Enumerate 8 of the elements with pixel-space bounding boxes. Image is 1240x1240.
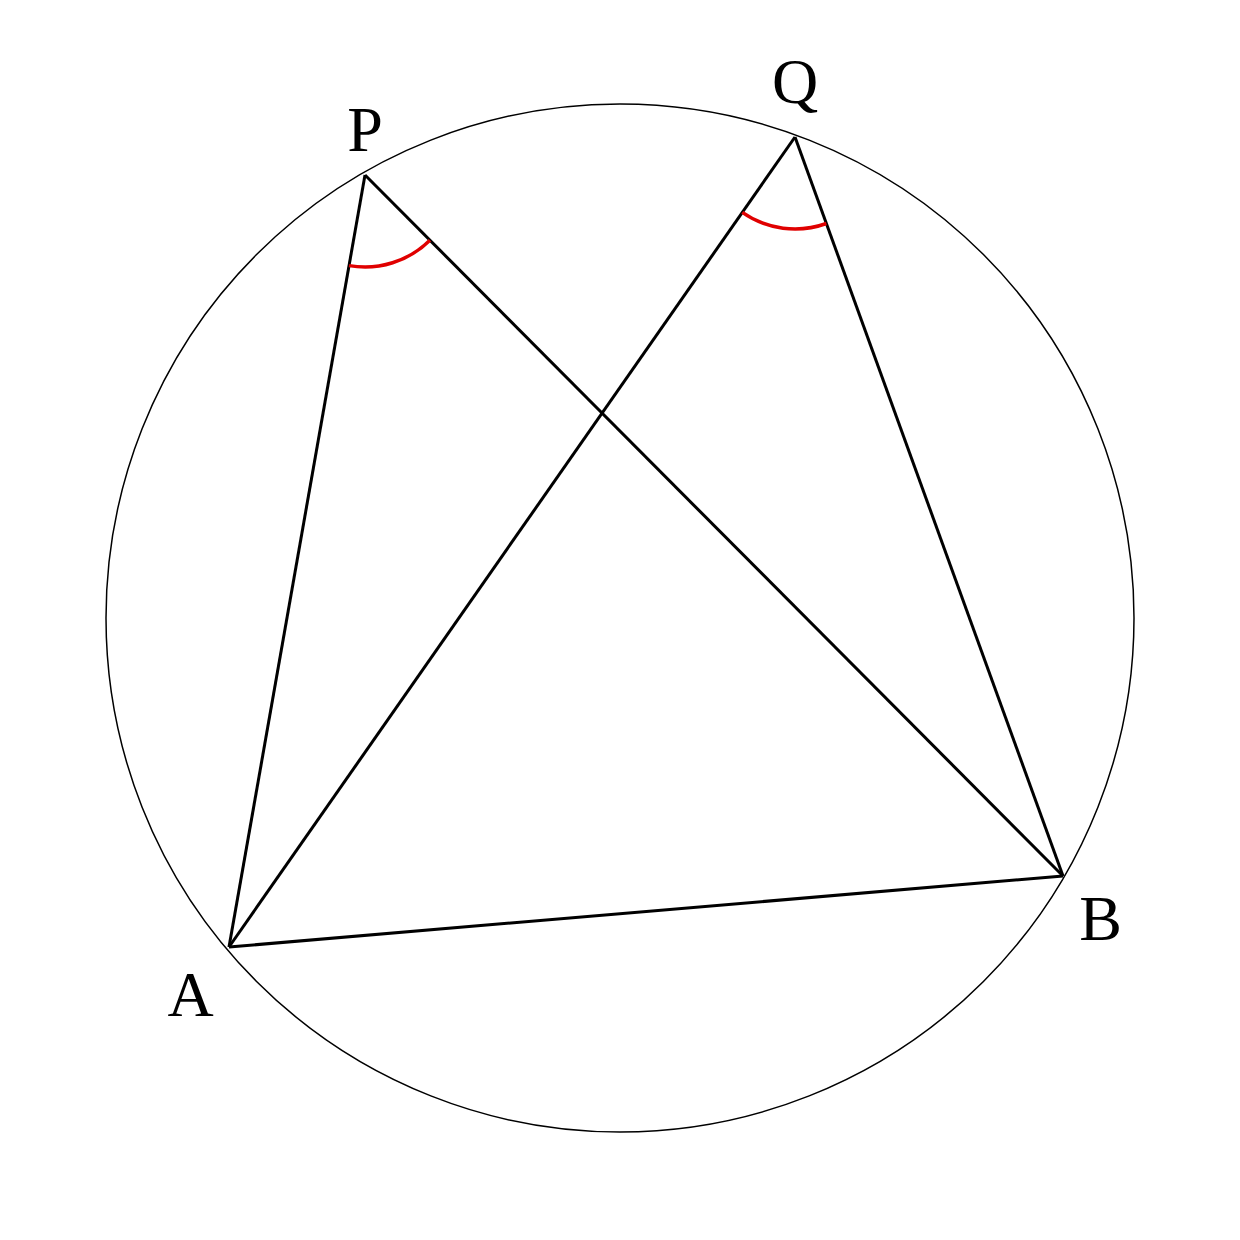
line-segment — [793, 136, 1065, 877]
point-label: B — [1079, 887, 1122, 951]
point-label: P — [347, 98, 383, 162]
point-label: Q — [771, 50, 819, 114]
line-segment — [227, 136, 797, 948]
line-segment — [227, 174, 367, 948]
line-segment — [228, 874, 1064, 949]
point-label: A — [167, 963, 214, 1027]
